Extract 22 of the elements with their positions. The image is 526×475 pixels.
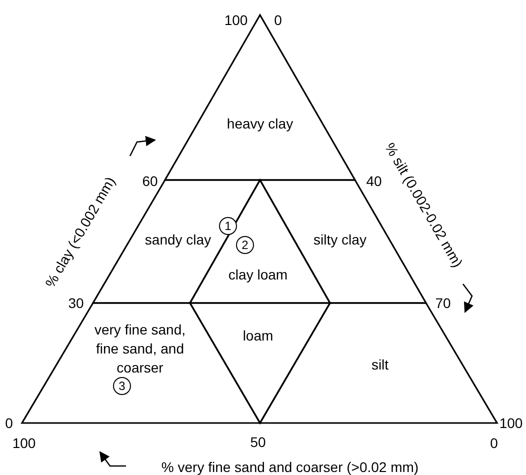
region-label: loam	[242, 326, 274, 346]
callout-number: 1	[219, 217, 237, 235]
tick-label: 30	[68, 295, 84, 311]
axis-title: % very fine sand and coarser (>0.02 mm)	[161, 459, 419, 475]
region-label: sandy clay	[144, 230, 212, 250]
tick-label: 70	[435, 295, 451, 311]
callout-number: 2	[236, 236, 254, 254]
tick-label: 100	[499, 415, 523, 431]
region-label: silt	[371, 356, 389, 374]
region-label: very fine sand, fine sand, and coarser	[93, 320, 187, 378]
tick-label: 0	[490, 435, 498, 451]
region-label: silty clay	[314, 230, 366, 250]
tick-label: 60	[142, 173, 158, 189]
tick-label: 50	[250, 434, 266, 450]
tick-label: 100	[224, 12, 248, 28]
region-label: clay loam	[228, 266, 288, 284]
callout-number: 3	[113, 377, 131, 395]
tick-label: 0	[274, 12, 282, 28]
tick-label: 40	[366, 173, 382, 189]
tick-label: 100	[12, 435, 36, 451]
region-label: heavy clay	[226, 114, 294, 134]
tick-label: 0	[5, 415, 13, 431]
